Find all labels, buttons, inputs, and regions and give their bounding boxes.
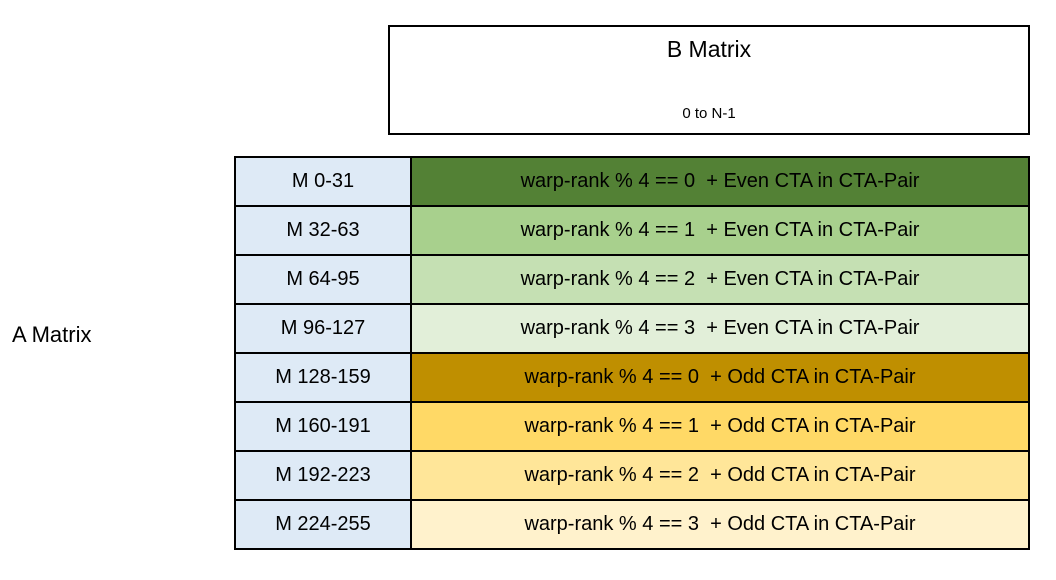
b-matrix-box: B Matrix 0 to N-1 <box>388 25 1030 135</box>
m-range-cell: M 64-95 <box>234 254 412 305</box>
table-row: M 128-159 warp-rank % 4 == 0 + Odd CTA i… <box>234 352 1030 403</box>
table-row: M 224-255 warp-rank % 4 == 3 + Odd CTA i… <box>234 499 1030 550</box>
table-row: M 192-223 warp-rank % 4 == 2 + Odd CTA i… <box>234 450 1030 501</box>
m-range-cell: M 192-223 <box>234 450 412 501</box>
warp-rank-cell: warp-rank % 4 == 1 + Odd CTA in CTA-Pair <box>410 401 1030 452</box>
table-row: M 32-63 warp-rank % 4 == 1 + Even CTA in… <box>234 205 1030 256</box>
b-matrix-title: B Matrix <box>666 36 752 62</box>
warp-rank-cell: warp-rank % 4 == 3 + Even CTA in CTA-Pai… <box>410 303 1030 354</box>
table-row: M 64-95 warp-rank % 4 == 2 + Even CTA in… <box>234 254 1030 305</box>
m-range-cell: M 0-31 <box>234 156 412 207</box>
table-row: M 0-31 warp-rank % 4 == 0 + Even CTA in … <box>234 156 1030 207</box>
table-row: M 160-191 warp-rank % 4 == 1 + Odd CTA i… <box>234 401 1030 452</box>
warp-rank-cell: warp-rank % 4 == 0 + Even CTA in CTA-Pai… <box>410 156 1030 207</box>
warp-rank-cell: warp-rank % 4 == 0 + Odd CTA in CTA-Pair <box>410 352 1030 403</box>
warp-rank-cell: warp-rank % 4 == 2 + Odd CTA in CTA-Pair <box>410 450 1030 501</box>
b-matrix-range-label: 0 to N-1 <box>682 105 736 122</box>
m-range-cell: M 32-63 <box>234 205 412 256</box>
warp-mapping-table: M 0-31 warp-rank % 4 == 0 + Even CTA in … <box>234 156 1030 550</box>
m-range-cell: M 128-159 <box>234 352 412 403</box>
warp-rank-cell: warp-rank % 4 == 3 + Odd CTA in CTA-Pair <box>410 499 1030 550</box>
m-range-cell: M 224-255 <box>234 499 412 550</box>
table-row: M 96-127 warp-rank % 4 == 3 + Even CTA i… <box>234 303 1030 354</box>
m-range-cell: M 160-191 <box>234 401 412 452</box>
m-range-cell: M 96-127 <box>234 303 412 354</box>
warp-rank-cell: warp-rank % 4 == 1 + Even CTA in CTA-Pai… <box>410 205 1030 256</box>
warp-rank-cell: warp-rank % 4 == 2 + Even CTA in CTA-Pai… <box>410 254 1030 305</box>
a-matrix-label: A Matrix <box>12 322 92 347</box>
